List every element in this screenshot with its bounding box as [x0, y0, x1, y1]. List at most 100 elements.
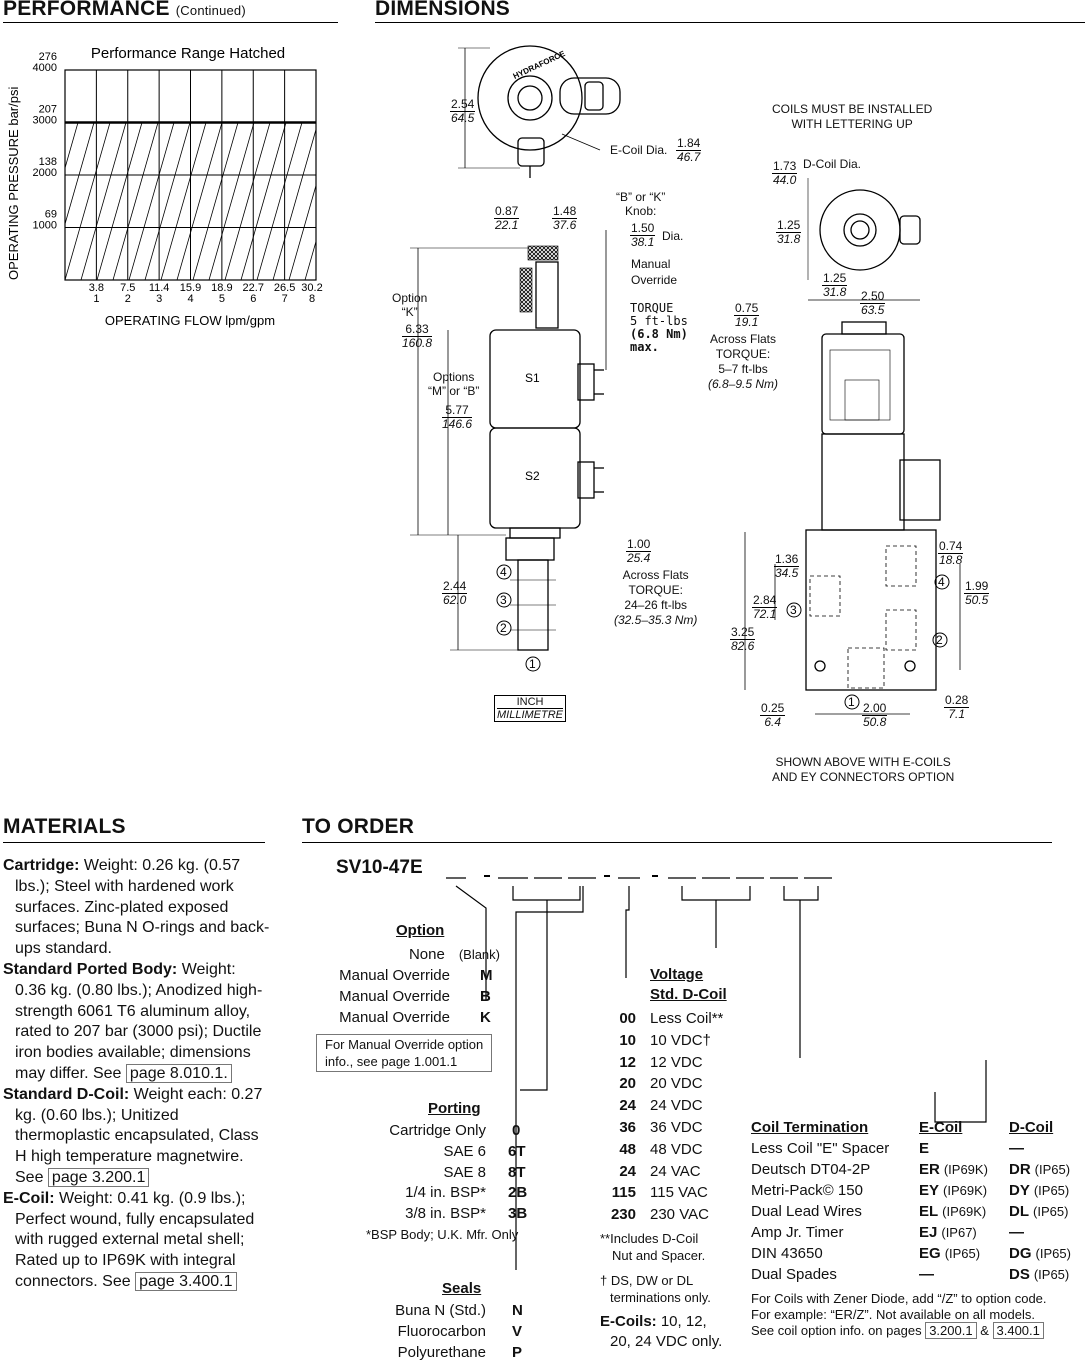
body-port-2: 2 [936, 633, 943, 647]
option-k-label: Option“K” [392, 291, 428, 319]
body-port-3: 3 [790, 603, 797, 617]
logo-text: HYDRAFORCE [512, 49, 568, 81]
x-tick-lpm: 3.8 [89, 282, 104, 294]
link-page-3200-b[interactable]: 3.200.1 [925, 1322, 977, 1339]
x-tick-gpm: 5 [219, 293, 225, 305]
material-ecoil: E-Coil: Weight: 0.41 kg. (0.9 lbs.); Per… [3, 1189, 255, 1291]
ecoil-connector [559, 77, 621, 115]
model-code: SV10-47E [336, 857, 423, 878]
dcoil-dia-label: D-Coil Dia. [803, 157, 862, 171]
material-dcoil: Standard D-Coil: Weight each: 0.27 kg. (… [3, 1085, 263, 1187]
x-tick-gpm: 6 [250, 293, 256, 305]
port-1: 1 [529, 657, 536, 671]
material-body: Standard Ported Body: Weight: 0.36 kg. (… [3, 960, 263, 1083]
dcoil-top-view [819, 189, 901, 271]
chart-ylabel: OPERATING PRESSURE bar/psi [6, 87, 21, 280]
hatch-line [256, 122, 303, 280]
porting-note: *BSP Body; U.K. Mfr. Only [366, 1227, 519, 1242]
order-code-lines [446, 875, 987, 1270]
x-tick-lpm: 22.7 [243, 282, 264, 294]
link-page-8010[interactable]: page 8.010.1. [125, 1063, 232, 1083]
x-tick-gpm: 8 [309, 293, 315, 305]
y-tick-psi: 2000 [33, 167, 57, 179]
body-port-1: 1 [848, 695, 855, 709]
hatch-line [160, 122, 207, 280]
hatch-line [128, 122, 175, 280]
y-tick-psi: 4000 [33, 62, 57, 74]
ported-body [805, 529, 937, 691]
material-cartridge: Cartridge: Weight: 0.26 kg. (0.57 lbs.);… [3, 857, 270, 958]
ecoils-note: E-Coils: 10, 12,20, 24 VDC only. [600, 1313, 723, 1350]
porting-title: Porting [428, 1100, 481, 1117]
ecoil-top-view [477, 45, 583, 151]
link-page-3400[interactable]: page 3.400.1 [135, 1271, 237, 1291]
seals-title: Seals [442, 1280, 482, 1297]
link-page-3200[interactable]: page 3.200.1 [47, 1167, 150, 1187]
x-tick-lpm: 7.5 [120, 282, 135, 294]
hatch-line [208, 122, 255, 280]
chart-title: Performance Range Hatched [91, 45, 285, 62]
performance-chart: Performance Range Hatched OPERATING PRES… [6, 45, 340, 328]
hatch-line [112, 122, 159, 280]
materials-list: Cartridge: Weight: 0.26 kg. (0.57 lbs.);… [3, 856, 271, 1293]
dimensions-header: DIMENSIONS [375, 0, 511, 20]
hatch-line [65, 122, 79, 170]
hatch-line [96, 122, 143, 280]
hatch-lines [65, 122, 340, 281]
hatch-line [304, 240, 316, 280]
x-tick-lpm: 15.9 [180, 282, 201, 294]
voltage-subtitle: Std. D-Coil [650, 986, 727, 1003]
performance-header: PERFORMANCE (Continued) [3, 0, 246, 20]
hatch-line [144, 122, 191, 280]
hatch-line [65, 122, 95, 226]
y-tick-bar: 276 [39, 51, 57, 63]
hatch-line [337, 123, 340, 281]
hatch-line [192, 122, 239, 280]
coil-s1-label: S1 [525, 371, 540, 385]
chart-xlabel: OPERATING FLOW lpm/gpm [105, 313, 275, 328]
dimensions-drawing: HYDRAFORCE S1 S2 4 3 2 1 4 3 2 1 [410, 45, 961, 715]
hatch-line [224, 122, 271, 280]
option-title: Option [396, 922, 445, 939]
port-2: 2 [500, 621, 507, 635]
materials-header: MATERIALS [3, 815, 126, 838]
x-tick-gpm: 7 [282, 293, 288, 305]
hatch-line [272, 128, 316, 280]
link-page-3400-b[interactable]: 3.400.1 [992, 1322, 1044, 1339]
hatch-line [288, 184, 316, 280]
x-tick-gpm: 4 [187, 293, 193, 305]
